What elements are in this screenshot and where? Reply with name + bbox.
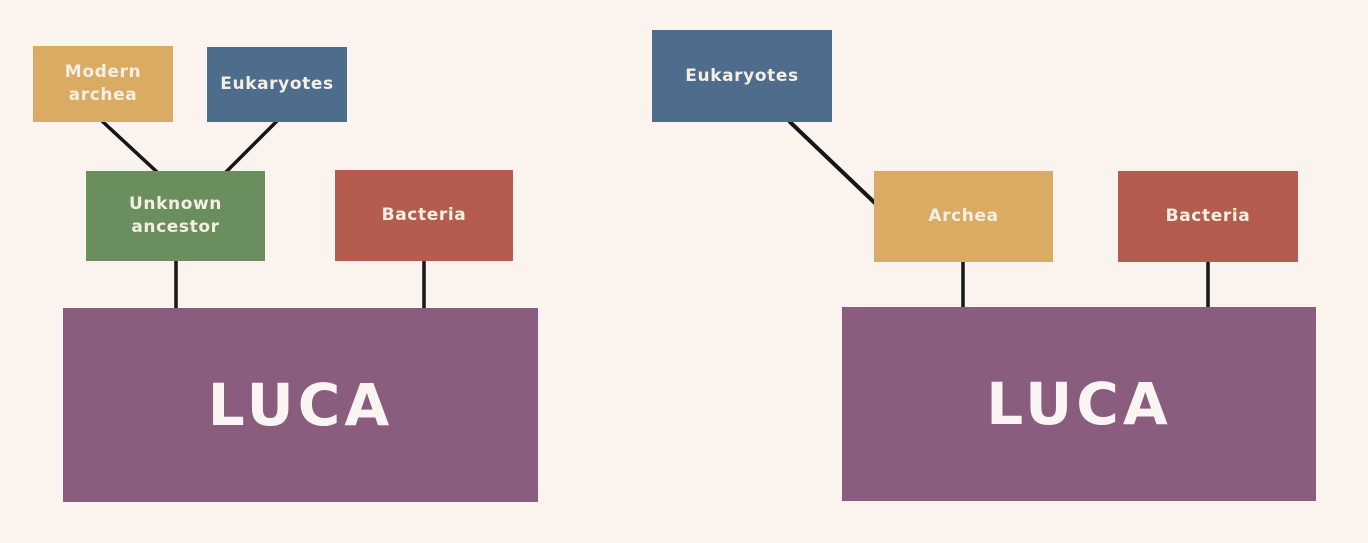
node-unknown-ancestor: Unknown ancestor — [86, 171, 265, 261]
node-luca-left: LUCA — [63, 308, 538, 502]
node-archea: Archea — [874, 171, 1053, 262]
node-luca-left-label: LUCA — [207, 370, 394, 439]
node-unknown-ancestor-label: Unknown ancestor — [128, 194, 222, 237]
node-bacteria-left: Bacteria — [335, 170, 513, 261]
node-archea-label: Archea — [928, 206, 999, 227]
node-luca-right-label: LUCA — [986, 369, 1172, 438]
node-bacteria-right-label: Bacteria — [1165, 206, 1251, 227]
node-eukaryotes-left: Eukaryotes — [207, 47, 347, 122]
node-luca-right: LUCA — [842, 307, 1316, 501]
connector-eukaryotes-to-unknown-ancestor — [224, 119, 279, 174]
node-eukaryotes-left-label: Eukaryotes — [220, 74, 334, 95]
node-eukaryotes-right-label: Eukaryotes — [685, 65, 799, 86]
connector-modern-archea-to-unknown-ancestor — [100, 119, 159, 174]
connector-eukaryotes-to-archea — [788, 120, 878, 206]
node-modern-archea: Modern archea — [33, 46, 173, 122]
node-bacteria-right: Bacteria — [1118, 171, 1298, 262]
node-modern-archea-label: Modern archea — [64, 62, 142, 105]
node-bacteria-left-label: Bacteria — [381, 205, 467, 226]
node-eukaryotes-right: Eukaryotes — [652, 30, 832, 122]
